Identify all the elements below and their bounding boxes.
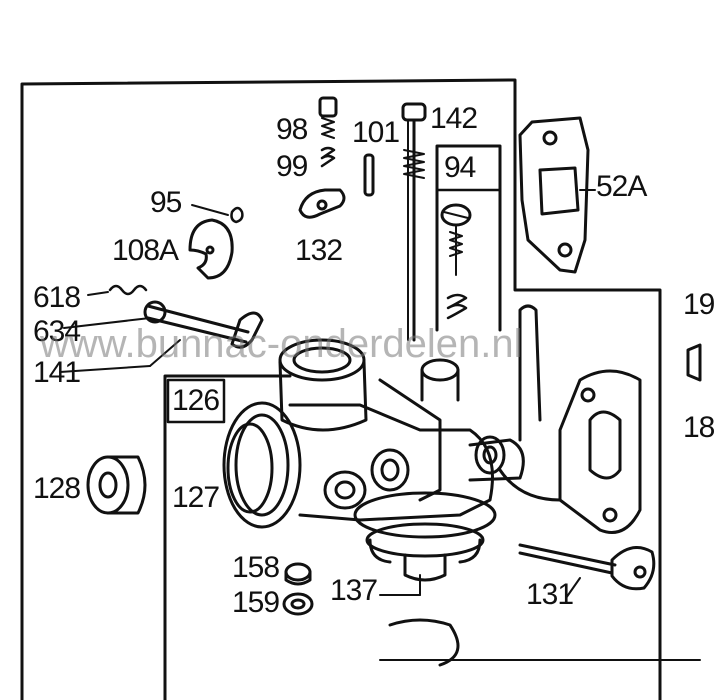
label-634: 634 bbox=[33, 315, 81, 348]
label-108a: 108A bbox=[112, 234, 179, 267]
screw-131 bbox=[518, 543, 617, 575]
clip-95 bbox=[230, 206, 244, 224]
part-158 bbox=[284, 562, 312, 582]
label-128: 128 bbox=[33, 472, 81, 505]
label-95: 95 bbox=[150, 186, 182, 219]
label-126: 126 bbox=[172, 384, 220, 417]
label-132: 132 bbox=[295, 234, 343, 267]
pin-101 bbox=[363, 153, 375, 197]
label-18: 18 bbox=[683, 411, 714, 444]
watermark-text: www.bunnac-onderdelen.nl bbox=[40, 322, 523, 366]
screw-98 bbox=[318, 96, 338, 118]
spring-618 bbox=[108, 284, 148, 296]
gasket-52a bbox=[518, 116, 590, 274]
label-141: 141 bbox=[33, 356, 81, 389]
inner-frame bbox=[163, 374, 292, 700]
label-127: 127 bbox=[172, 481, 220, 514]
label-131: 131 bbox=[526, 578, 574, 611]
label-137: 137 bbox=[330, 574, 378, 607]
float-bowl-137 bbox=[353, 491, 497, 596]
label-94: 94 bbox=[444, 151, 476, 184]
label-159: 159 bbox=[232, 586, 280, 619]
label-99: 99 bbox=[276, 150, 308, 183]
screw-142 bbox=[401, 102, 427, 122]
carburetor-body bbox=[222, 304, 642, 534]
frame-outline bbox=[20, 78, 662, 700]
choke-plate-108a bbox=[188, 218, 234, 280]
label-101: 101 bbox=[352, 116, 400, 149]
part-159 bbox=[282, 592, 314, 616]
lever-132 bbox=[298, 188, 346, 219]
box-94 bbox=[435, 144, 502, 332]
box-126 bbox=[166, 378, 226, 424]
bushing-128 bbox=[86, 455, 130, 515]
cover-127 bbox=[226, 422, 274, 514]
label-142: 142 bbox=[430, 102, 478, 135]
nut-19 bbox=[686, 343, 702, 382]
label-98: 98 bbox=[276, 113, 308, 146]
label-52a: 52A bbox=[596, 170, 647, 203]
label-158: 158 bbox=[232, 551, 280, 584]
label-618: 618 bbox=[33, 281, 81, 314]
label-19: 19 bbox=[683, 288, 714, 321]
